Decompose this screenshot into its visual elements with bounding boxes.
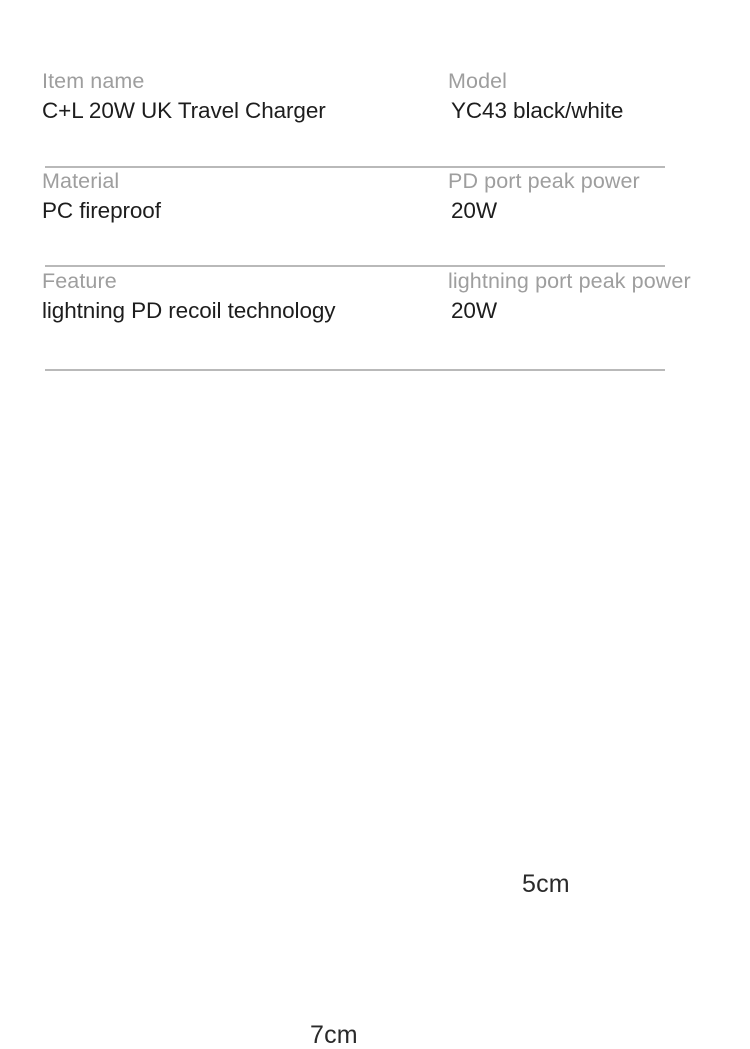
uk-plug-charger-outline-icon bbox=[0, 380, 750, 680]
spec-cell-item-name: Item name C+L 20W UK Travel Charger bbox=[42, 68, 326, 126]
spec-label: Feature bbox=[42, 269, 117, 293]
product-spec-page: Item name C+L 20W UK Travel Charger Mode… bbox=[0, 68, 750, 1048]
spec-row: Item name C+L 20W UK Travel Charger Mode… bbox=[0, 68, 750, 168]
spec-value: C+L 20W UK Travel Charger bbox=[42, 98, 326, 123]
spec-cell-lightning-port-peak-power: lightning port peak power 20W bbox=[448, 268, 691, 326]
product-drawing-area: 5cm 7cm bbox=[0, 380, 750, 1048]
spec-cell-material: Material PC fireproof bbox=[42, 168, 161, 226]
row-divider bbox=[45, 369, 665, 371]
spec-cell-model: Model YC43 black/white bbox=[448, 68, 623, 126]
spec-row: Material PC fireproof PD port peak power… bbox=[0, 168, 750, 268]
spec-cell-pd-port-peak-power: PD port peak power 20W bbox=[448, 168, 640, 226]
spec-label: Item name bbox=[42, 69, 145, 93]
spec-label: PD port peak power bbox=[448, 169, 640, 193]
spec-value: lightning PD recoil technology bbox=[42, 298, 336, 323]
spec-label: Model bbox=[448, 69, 508, 93]
row-divider bbox=[45, 265, 665, 267]
spec-label: lightning port peak power bbox=[448, 269, 691, 293]
width-dimension-label: 7cm bbox=[310, 1021, 358, 1049]
spec-cell-feature: Feature lightning PD recoil technology bbox=[42, 268, 336, 326]
row-divider bbox=[45, 166, 665, 168]
spec-label: Material bbox=[42, 169, 120, 193]
height-dimension-label: 5cm bbox=[522, 870, 570, 898]
spec-row: Feature lightning PD recoil technology l… bbox=[0, 268, 750, 368]
spec-value: 20W bbox=[451, 298, 497, 323]
spec-value: 20W bbox=[451, 198, 497, 223]
spec-value: PC fireproof bbox=[42, 198, 161, 223]
spec-value: YC43 black/white bbox=[451, 98, 624, 123]
